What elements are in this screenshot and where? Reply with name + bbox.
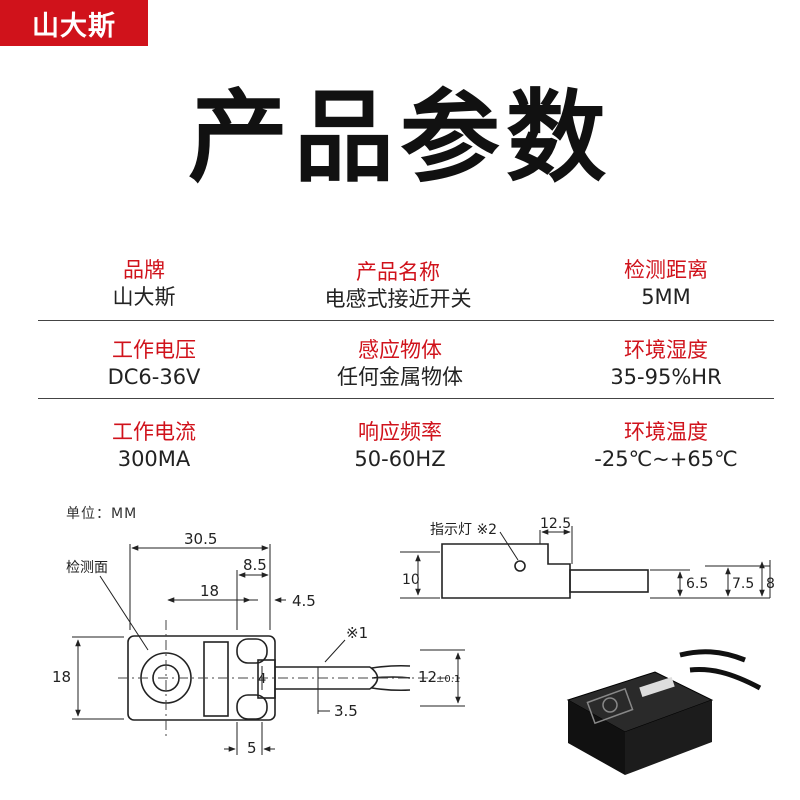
spec-label: 工作电压 (112, 338, 196, 362)
spec-label: 检测距离 (624, 258, 708, 282)
spec-value: DC6-36V (107, 365, 201, 389)
spec-cell-voltage: 工作电压 DC6-36V (34, 336, 274, 390)
spec-value: 300MA (117, 447, 191, 471)
dim-3-5: 3.5 (334, 702, 358, 720)
spec-value: 电感式接近开关 (324, 287, 472, 311)
indicator-window (203, 641, 229, 717)
spec-cell-frequency: 响应频率 50-60HZ (280, 418, 520, 472)
row-divider (38, 320, 774, 321)
mount-hole-top (236, 638, 268, 664)
mount-hole-bottom (236, 694, 268, 720)
dimension-drawing: 30.5 8.5 18 4.5 18 4 3.5 5 12 ±0.1 ※1 检测… (52, 516, 775, 775)
dim-18-side: 18 (52, 668, 71, 686)
unit-note: 单位：MM (66, 506, 138, 522)
spec-label: 环境湿度 (624, 338, 708, 362)
dim-10: 10 (402, 572, 420, 588)
spec-cell-temperature: 环境温度 -25℃~+65℃ (546, 418, 786, 472)
indicator-lamp (514, 560, 526, 572)
spec-value: 山大斯 (112, 285, 176, 309)
spec-value: 任何金属物体 (337, 365, 463, 389)
spec-label: 产品名称 (356, 260, 440, 284)
row-divider (38, 398, 774, 399)
spec-cell-humidity: 环境湿度 35-95%HR (546, 336, 786, 390)
dim-5: 5 (247, 739, 257, 757)
side-view (441, 543, 649, 599)
dim-8: 8 (766, 576, 775, 592)
spec-label: 环境温度 (624, 420, 708, 444)
spec-cell-product-name: 产品名称 电感式接近开关 (278, 258, 518, 312)
dim-7-5: 7.5 (732, 576, 754, 592)
dim-4: 4 (258, 672, 266, 687)
sensor-body-side (441, 543, 571, 599)
cable-side (569, 569, 649, 593)
spec-cell-current: 工作电流 300MA (34, 418, 274, 472)
spec-label: 工作电流 (112, 420, 196, 444)
note-1: ※1 (346, 624, 368, 642)
spec-value: 5MM (641, 285, 691, 309)
brand-tag: 山大斯 (0, 0, 148, 46)
dim-12-tolerance: ±0.1 (436, 674, 460, 685)
dim-18-top: 18 (200, 582, 219, 600)
dim-12: 12 (418, 668, 437, 686)
dim-4-5: 4.5 (292, 592, 316, 610)
dim-12-5: 12.5 (540, 516, 571, 532)
spec-cell-detection-distance: 检测距离 5MM (546, 256, 786, 310)
cable-outline (275, 666, 370, 690)
spec-value: -25℃~+65℃ (594, 447, 738, 471)
dim-30-5: 30.5 (184, 530, 217, 548)
spec-cell-sensing-object: 感应物体 任何金属物体 (280, 336, 520, 390)
spec-value: 35-95%HR (610, 365, 722, 389)
sensing-face-label: 检测面 (66, 560, 108, 576)
spec-value: 50-60HZ (354, 447, 446, 471)
spec-label: 品牌 (123, 258, 165, 282)
spec-label: 感应物体 (358, 338, 442, 362)
indicator-label: 指示灯 ※2 (430, 522, 497, 538)
spec-label: 响应频率 (358, 420, 442, 444)
dim-6-5: 6.5 (686, 576, 708, 592)
cable-gland (257, 659, 276, 699)
page-title: 产品参数 (188, 79, 612, 196)
dim-8-5: 8.5 (243, 556, 267, 574)
product-illustration (566, 649, 762, 775)
spec-cell-brand: 品牌 山大斯 (24, 256, 264, 310)
sensing-face-leader (99, 575, 149, 651)
